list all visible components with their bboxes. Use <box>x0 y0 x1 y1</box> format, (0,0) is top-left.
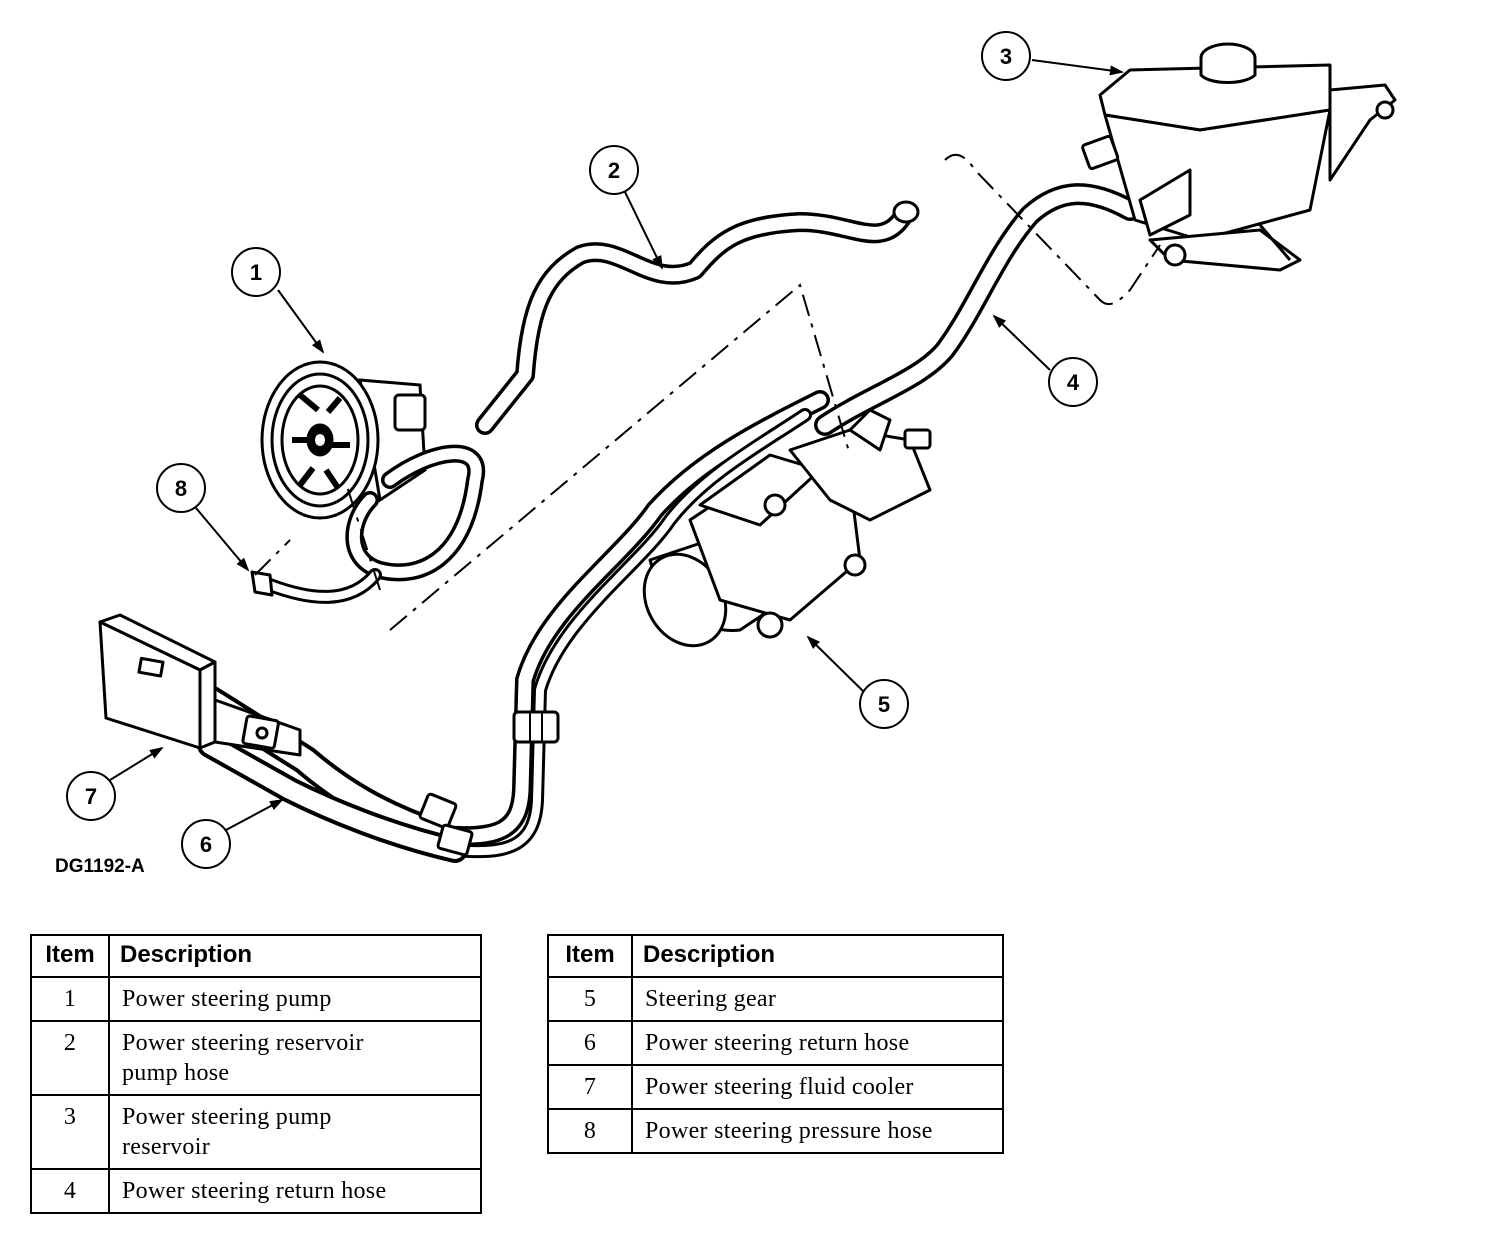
callout-5: 5 <box>806 635 909 729</box>
callout-6-label: 6 <box>200 832 212 857</box>
legend-header-row: Item Description <box>30 934 482 978</box>
callout-3-label: 3 <box>1000 44 1012 69</box>
legend-table-left: Item Description 1 Power steering pump 2… <box>30 934 482 1214</box>
steering-system-diagram: 1 2 3 4 5 6 7 8 <box>66 31 1397 869</box>
reservoir-pump-hose <box>475 200 920 435</box>
power-steering-reservoir <box>1081 42 1397 272</box>
description-column-header: Description <box>631 934 1004 978</box>
table-row: 7 Power steering fluid cooler <box>547 1064 1004 1110</box>
table-row: 2 Power steering reservoir pump hose <box>30 1020 482 1096</box>
dashed-leader-lines <box>254 153 1161 631</box>
item-number: 7 <box>547 1064 633 1110</box>
callout-5-label: 5 <box>878 692 890 717</box>
fluid-cooler <box>98 613 302 757</box>
table-row: 8 Power steering pressure hose <box>547 1108 1004 1154</box>
item-column-header: Item <box>30 934 110 978</box>
pressure-hose <box>250 444 486 604</box>
item-number: 1 <box>30 976 110 1022</box>
table-row: 3 Power steering pump reservoir <box>30 1094 482 1170</box>
item-number: 8 <box>547 1108 633 1154</box>
table-row: 6 Power steering return hose <box>547 1020 1004 1066</box>
item-column-header: Item <box>547 934 633 978</box>
callout-2: 2 <box>589 145 663 270</box>
callout-3: 3 <box>981 31 1124 81</box>
return-hose-upper <box>814 183 1141 436</box>
diagram-code: DG1192-A <box>55 856 145 877</box>
legend-table-right: Item Description 5 Steering gear 6 Power… <box>547 934 1004 1154</box>
callout-2-label: 2 <box>608 158 620 183</box>
item-number: 3 <box>30 1094 110 1170</box>
item-number: 6 <box>547 1020 633 1066</box>
item-description: Power steering return hose <box>631 1020 1004 1066</box>
item-description: Power steering return hose <box>108 1168 482 1214</box>
description-column-header: Description <box>108 934 482 978</box>
item-description: Power steering pump <box>108 976 482 1022</box>
cooler-lines <box>195 390 830 863</box>
table-row: 5 Steering gear <box>547 976 1004 1022</box>
callout-7-label: 7 <box>85 784 97 809</box>
item-description: Steering gear <box>631 976 1004 1022</box>
item-description: Power steering pressure hose <box>631 1108 1004 1154</box>
callout-1: 1 <box>231 247 325 354</box>
callout-1-label: 1 <box>250 260 262 285</box>
callout-4: 4 <box>992 314 1098 407</box>
callout-6: 6 <box>181 799 284 869</box>
item-number: 5 <box>547 976 633 1022</box>
callout-8: 8 <box>156 463 250 572</box>
steering-gear <box>642 408 932 648</box>
callout-4-label: 4 <box>1067 370 1080 395</box>
table-row: 1 Power steering pump <box>30 976 482 1022</box>
item-number: 2 <box>30 1020 110 1096</box>
item-description: Power steering fluid cooler <box>631 1064 1004 1110</box>
item-description: Power steering pump reservoir <box>108 1094 482 1170</box>
item-number: 4 <box>30 1168 110 1214</box>
item-description: Power steering reservoir pump hose <box>108 1020 482 1096</box>
table-row: 4 Power steering return hose <box>30 1168 482 1214</box>
power-steering-pump <box>260 360 427 520</box>
legend-header-row: Item Description <box>547 934 1004 978</box>
callout-8-label: 8 <box>175 476 187 501</box>
callout-7: 7 <box>66 746 164 821</box>
